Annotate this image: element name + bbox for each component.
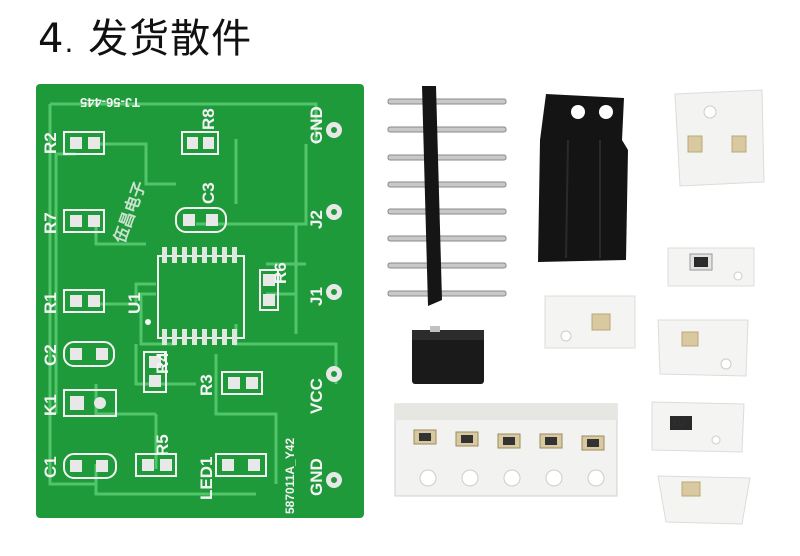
label-r6: R6 [271, 262, 290, 284]
label-r4: R4 [153, 352, 172, 374]
label-k1: K1 [41, 394, 60, 416]
tray-code-1: 1R0 [419, 434, 432, 442]
label-r2: R2 [41, 132, 60, 154]
tray-code-2: 1R2 [461, 436, 474, 444]
pcb-substrate [36, 84, 364, 518]
title-step: 4 [38, 16, 65, 62]
smd-tape-piece-5: 122 [651, 401, 745, 453]
smd-tape-piece-1 [674, 89, 765, 187]
label-vcc: VCC [307, 378, 326, 414]
smd-tape-piece-3 [544, 295, 636, 349]
smd-tape-piece-6 [657, 475, 751, 525]
pcb-traces [48, 102, 338, 496]
label-r1: R1 [41, 292, 60, 314]
label-r7: R7 [41, 212, 60, 234]
pcb-board [36, 84, 364, 518]
tray-code-4: 4R7 [545, 438, 558, 446]
pin-header [387, 86, 507, 306]
label-r5: R5 [153, 434, 172, 456]
smd-tape-strip: 1R0 1R2 3R3 4R7 5R1 [394, 403, 618, 497]
jumper-cap [412, 326, 484, 384]
pcb-board-id: 587011A_Y42 [283, 438, 297, 514]
title-dot: . [64, 26, 75, 59]
label-gnd-top: GND [307, 106, 326, 144]
loose-parts: 2R0 122 [387, 86, 765, 525]
pcb-silkscreen: TJ-56-445 伍昌电子 587011A_Y42 R2 R8 GND R7 … [41, 95, 326, 514]
pcb-pads [63, 131, 279, 479]
label-u1: U1 [125, 292, 144, 314]
u1-pads [162, 247, 237, 345]
label-c3: C3 [199, 182, 218, 204]
label-j1: J1 [307, 287, 326, 306]
tray-code-5: 5R1 [587, 440, 600, 448]
chip-code-122: 122 [672, 420, 685, 428]
label-c1: C1 [41, 456, 60, 478]
pcb-logo: 伍昌电子 [110, 179, 150, 247]
label-r8: R8 [199, 108, 218, 130]
label-led1: LED1 [197, 457, 216, 500]
black-socket [538, 94, 628, 262]
tray-code-3: 3R3 [503, 438, 516, 446]
label-j2: J2 [307, 210, 326, 229]
smd-tape-piece-4 [657, 319, 749, 377]
label-c2: C2 [41, 344, 60, 366]
pcb-connector-holes [326, 122, 342, 488]
chip-code-2r0: 2R0 [695, 259, 708, 267]
pcb-part-number: TJ-56-445 [80, 95, 140, 110]
page-title: 4. 发货散件 [38, 6, 252, 64]
label-gnd-bottom: GND [307, 458, 326, 496]
label-r3: R3 [197, 374, 216, 396]
smd-tape-piece-2: 2R0 [667, 247, 755, 287]
title-text: 发货散件 [88, 16, 253, 62]
u1-outline [157, 255, 245, 339]
